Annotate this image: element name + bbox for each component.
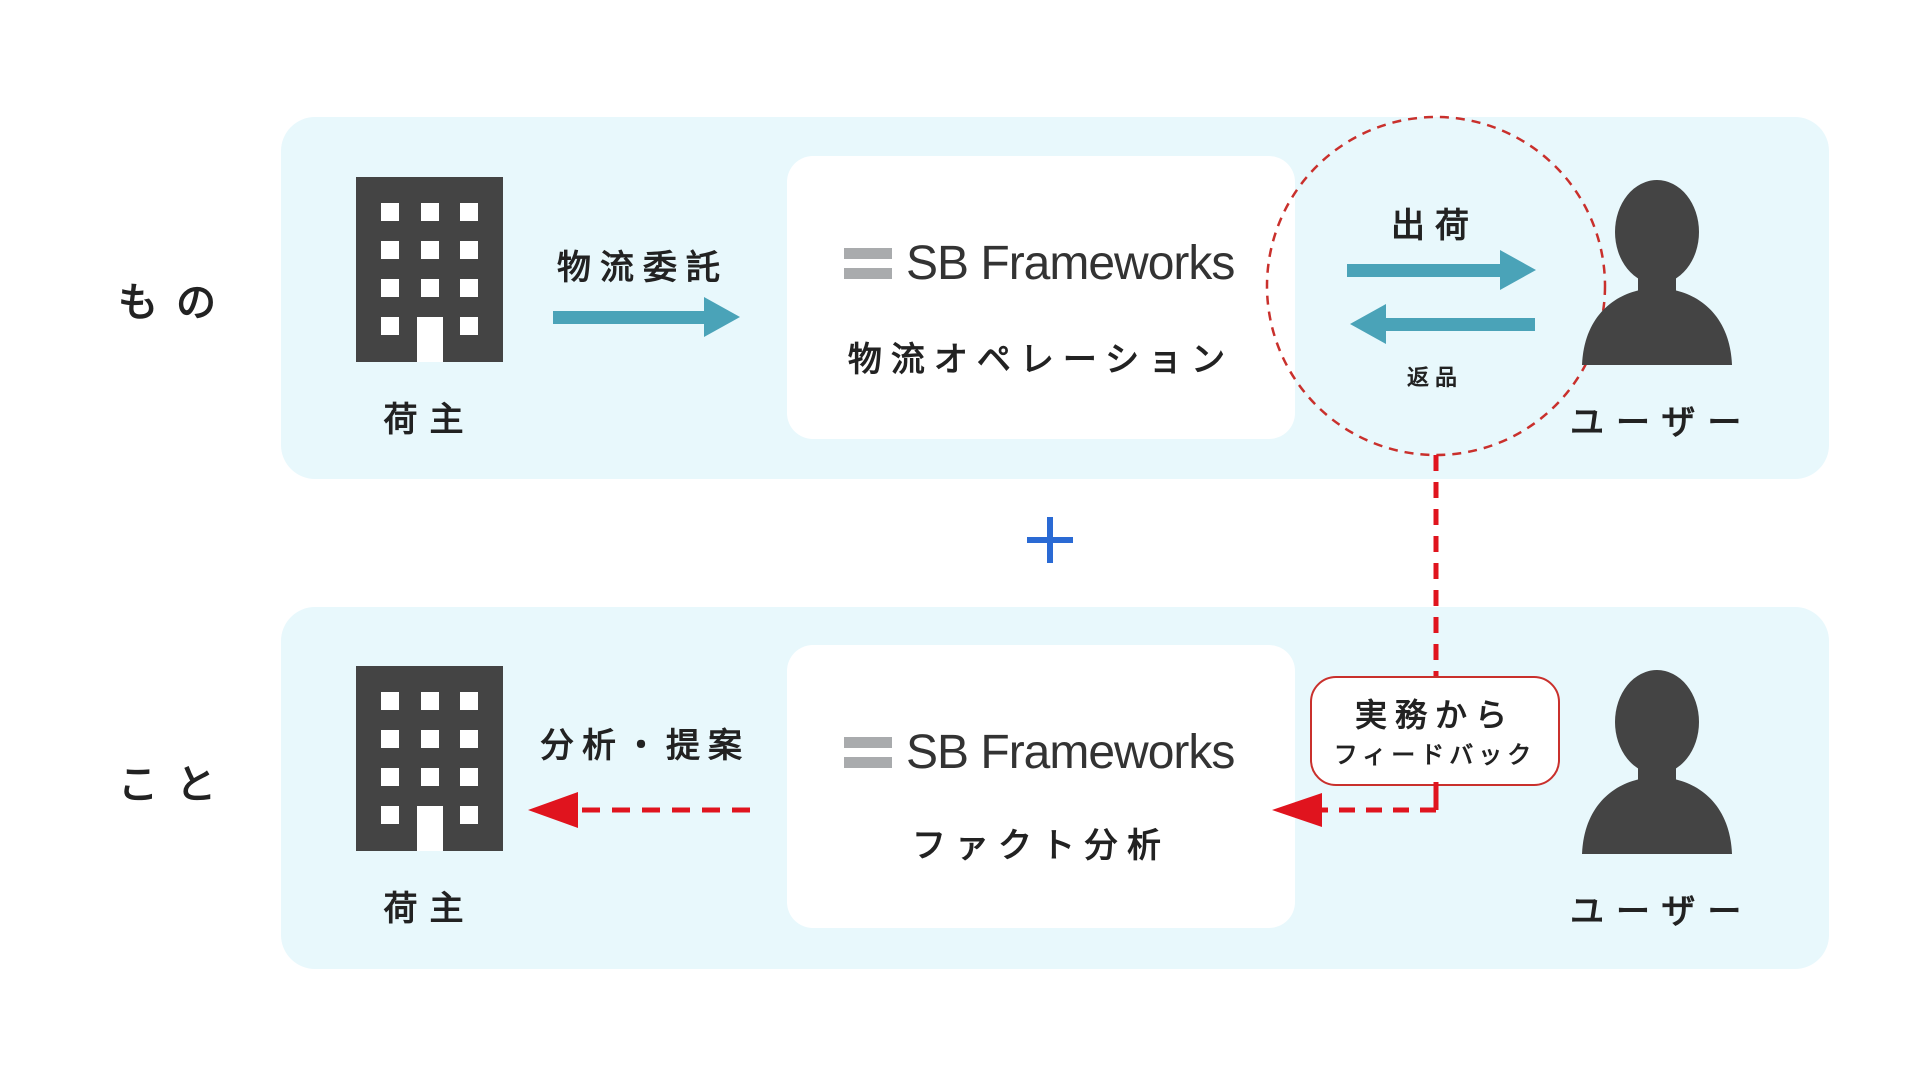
- highlight-circle: [1265, 115, 1607, 457]
- shipper-label: 荷主: [383, 889, 476, 929]
- user-silhouette-icon: [1582, 180, 1732, 365]
- outsourcing-label: 物流委託: [557, 248, 729, 288]
- sb-frameworks-logo: SB Frameworks: [844, 236, 1235, 291]
- return-arrow: [1350, 304, 1535, 344]
- brand-mark-icon: [844, 737, 892, 768]
- shipment-arrow: [1347, 250, 1536, 290]
- sb-frameworks-logo: SB Frameworks: [844, 725, 1235, 780]
- logistics-operation-card: [787, 156, 1295, 439]
- brand-name: SB Frameworks: [906, 726, 1235, 779]
- return-label: 返品: [1406, 366, 1463, 391]
- user-label: ユーザー: [1570, 403, 1754, 443]
- row-label-koto: こと: [118, 762, 234, 808]
- feedback-subtitle: フィードバック: [1333, 741, 1537, 769]
- building-icon: [356, 666, 503, 851]
- brand-mark-icon: [844, 248, 892, 279]
- fact-analysis-card: [787, 645, 1295, 928]
- feedback-title: 実務から: [1354, 696, 1515, 734]
- building-icon: [356, 177, 503, 362]
- user-silhouette-icon: [1582, 670, 1732, 854]
- outsourcing-arrow: [553, 297, 740, 337]
- row-label-mono: もの: [118, 280, 234, 326]
- service-label: 物流オペレーション: [847, 340, 1235, 380]
- plus-icon: [1027, 517, 1073, 563]
- service-label: ファクト分析: [912, 826, 1170, 866]
- user-label: ユーザー: [1570, 892, 1754, 932]
- brand-name: SB Frameworks: [906, 237, 1235, 290]
- feedback-arrow: [1272, 782, 1439, 827]
- analysis-arrow: [528, 792, 750, 828]
- shipment-label: 出荷: [1391, 206, 1479, 246]
- shipper-label: 荷主: [383, 400, 476, 440]
- analysis-label: 分析・提案: [540, 726, 750, 766]
